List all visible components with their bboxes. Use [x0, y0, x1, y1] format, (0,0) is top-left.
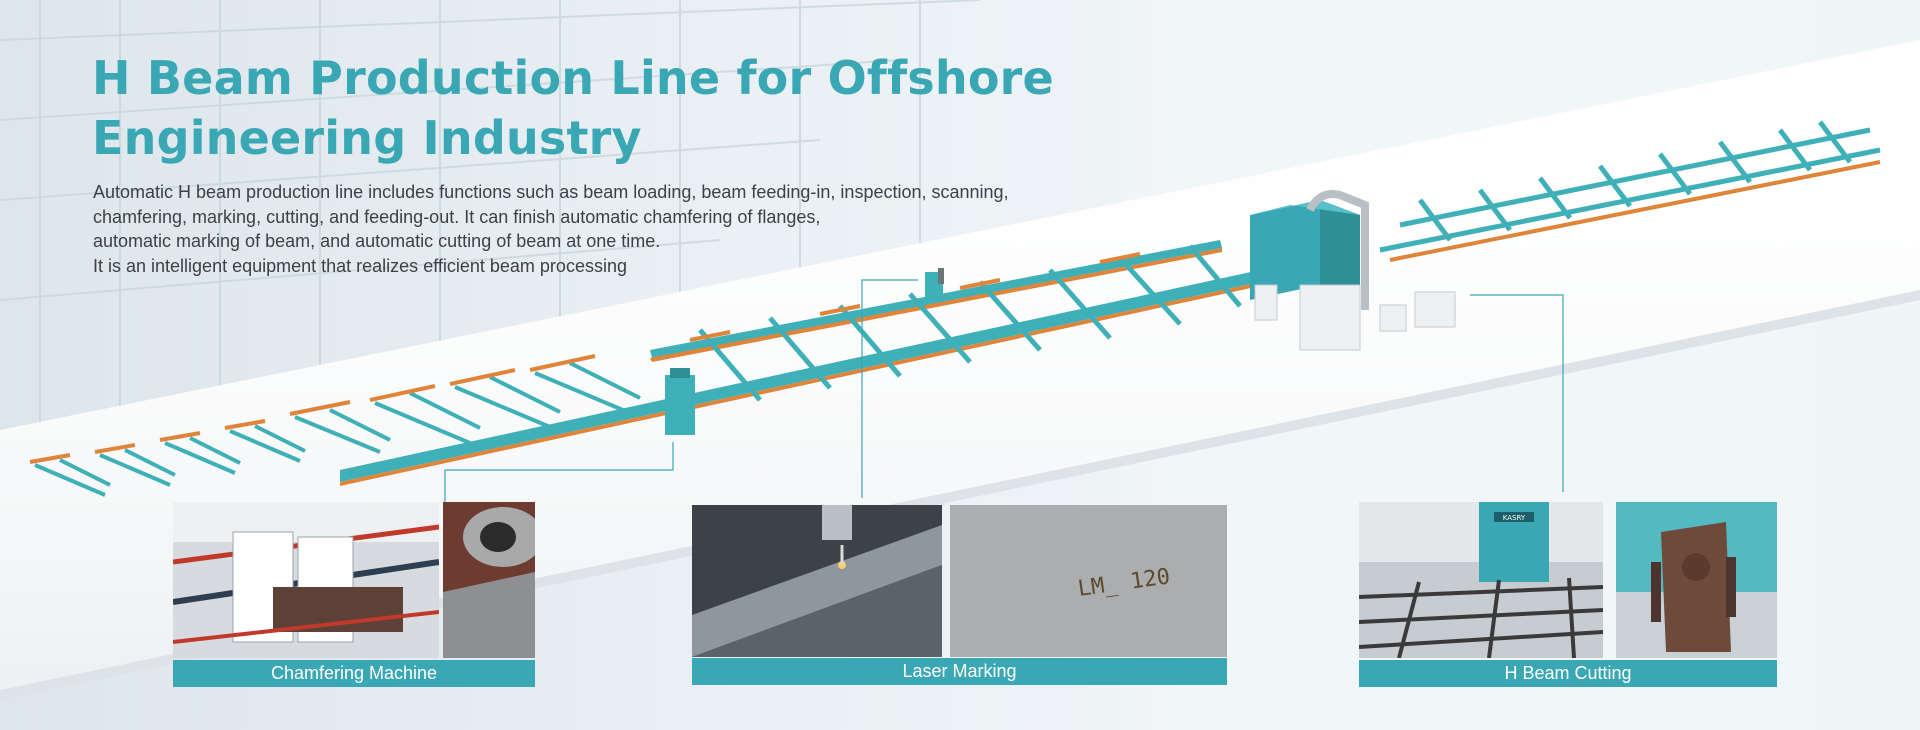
title-line-1: H Beam Production Line for Offshore	[92, 51, 1054, 105]
description-line-3: automatic marking of beam, and automatic…	[93, 231, 661, 251]
cutting-booth	[1250, 190, 1456, 351]
callout-lines	[444, 279, 1564, 502]
page-title: H Beam Production Line for Offshore Engi…	[92, 48, 1092, 168]
title-line-2: Engineering Industry	[92, 111, 642, 165]
laser-marking-caption: Laser Marking	[692, 658, 1227, 685]
output-racks	[1379, 120, 1881, 253]
chamfering-caption: Chamfering Machine	[173, 660, 535, 687]
loading-racks	[29, 354, 641, 497]
description-line-4: It is an intelligent equipment that real…	[93, 255, 627, 276]
chamfering-photo-2	[443, 502, 535, 658]
beam-cutting-caption: H Beam Cutting	[1359, 660, 1777, 687]
marking-unit	[925, 268, 944, 302]
output-rollers	[1389, 160, 1881, 262]
laser-marking-photo-2: LM_ 120	[950, 505, 1227, 657]
beam-cutting-photo-1: KASRY	[1359, 502, 1603, 658]
description: Automatic H beam production line include…	[93, 180, 1093, 278]
chamfering-photo-1	[173, 502, 439, 658]
chamfering-machine	[665, 368, 695, 435]
transfer-rollers	[689, 252, 1141, 342]
transfer-racks	[698, 244, 1242, 402]
description-line-2: chamfering, marking, cutting, and feedin…	[93, 206, 821, 227]
laser-marking-photo-1	[692, 505, 942, 657]
beam-cutting-photo-2	[1616, 502, 1777, 658]
description-line-1: Automatic H beam production line include…	[93, 182, 1009, 202]
booth-brand: KASRY	[1503, 514, 1526, 522]
